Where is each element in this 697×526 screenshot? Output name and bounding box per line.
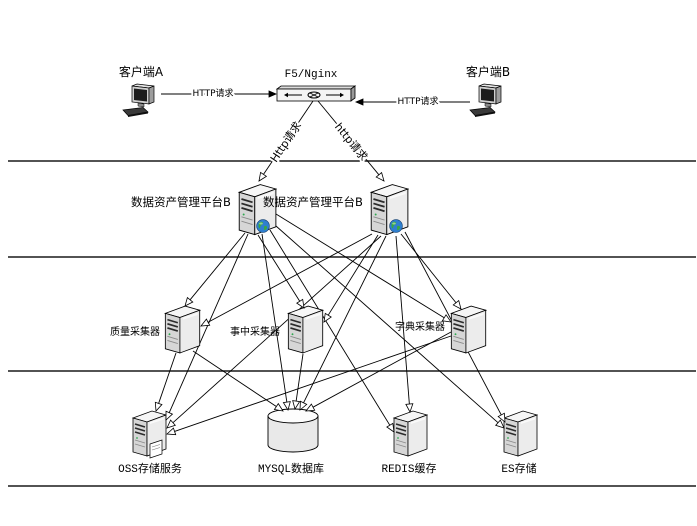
connector-platform-1-to-mysql [261,233,288,403]
connector-inprocess-collector-to-mysql [295,353,304,402]
connector-lines [158,93,502,432]
connector-dictionary-collector-to-oss-arrowhead [166,427,177,436]
connector-platform-1-to-quality-collector [189,232,246,301]
connector-platform-2-to-redis [395,235,410,405]
connector-platform-2-to-dictionary-collector [400,233,457,304]
nodes [122,83,538,459]
connector-platform-1-to-inprocess-collector-arrowhead [296,298,305,309]
connector-dictionary-collector-to-mysql [312,331,452,408]
connector-platform-1-to-dictionary-collector-arrowhead [441,314,452,323]
connector-platform-2-to-mysql-arrowhead [299,400,308,411]
connector-platform-2-to-quality-collector-arrowhead [200,318,211,327]
platform-2-request-label: http请求 [332,121,370,164]
connector-gateway-to-platform-1 [263,100,314,175]
connector-platform-1-to-oss-arrowhead [165,410,174,421]
connector-platform-1-to-quality-collector-arrowhead [184,296,194,307]
file-server-icon [132,410,167,459]
connector-platform-1-to-redis-arrowhead [386,422,395,433]
mysql-database-label: MYSQL数据库 [258,461,324,476]
workstation-icon [122,83,155,118]
globe-icon [389,219,403,233]
connector-inprocess-collector-to-mysql-arrowhead [292,400,301,410]
connector-platform-1-to-dictionary-collector [275,213,445,319]
connector-platform-1-to-redis [269,229,391,426]
platform-2-label: 数据资产管理平台B [263,195,363,209]
layer-separators [8,160,696,487]
load-balancer-icon [275,85,357,102]
connector-dictionary-collector-to-oss [174,335,452,432]
connector-platform-1-to-es [275,225,499,424]
connector-platform-1-to-inprocess-collector [257,234,301,302]
server-icon [503,410,538,457]
connector-gateway-to-platform-1-arrowhead [258,171,268,182]
labels: 客户端A 客户端B F5/Nginx HTTP请求 HTTP请求 Http请求 … [110,64,537,476]
server-icon [393,410,428,457]
globe-icon [256,219,270,233]
quality-collector-label: 质量采集器 [110,325,160,338]
client-b-label: 客户端B [466,64,510,79]
connector-platform-1-to-mysql-arrowhead [282,401,291,411]
connector-platform-2-to-oss-arrowhead [166,419,176,429]
connector-platform-1-to-es-arrowhead [494,419,505,429]
connector-platform-2-to-es-arrowhead [497,412,506,423]
gateway-label: F5/Nginx [285,69,338,81]
connector-platform-2-to-oss [172,235,382,423]
connector-gateway-to-platform-2-arrowhead [375,171,385,182]
client-b-request-label: HTTP请求 [397,95,438,107]
connector-platform-2-to-quality-collector [207,233,373,323]
platform-1-request-label: Http请求 [268,119,304,164]
server-icon [450,305,487,354]
connector-client-a-to-gateway-arrowhead [268,90,278,98]
connector-quality-collector-to-mysql-arrowhead [273,402,284,412]
server-icon [164,305,201,354]
server-icon [287,305,324,354]
platform-1-label: 数据资产管理平台B [131,195,231,209]
connector-quality-collector-to-mysql [192,350,277,407]
connector-quality-collector-to-oss-arrowhead [154,401,163,412]
connector-platform-2-to-dictionary-collector-arrowhead [452,299,462,310]
es-storage-label: ES存储 [501,461,536,476]
database-icon [267,408,319,453]
connector-dictionary-collector-to-mysql-arrowhead [305,403,316,412]
connector-platform-2-to-inprocess-collector-arrowhead [323,312,332,323]
redis-cache-label: REDIS缓存 [381,461,436,476]
inprocess-collector-label: 事中采集器 [230,325,280,338]
client-a-label: 客户端A [119,64,164,79]
connector-client-b-to-gateway-arrowhead [354,98,364,106]
dictionary-collector-label: 字典采集器 [395,320,445,333]
connector-platform-2-to-inprocess-collector [327,234,379,316]
oss-storage-label: OSS存储服务 [118,461,182,476]
connector-arrowheads [154,90,506,436]
workstation-icon [469,83,502,118]
client-a-request-label: HTTP请求 [192,87,233,99]
connector-gateway-to-platform-2 [317,100,380,176]
connector-platform-2-to-redis-arrowhead [405,403,414,413]
connector-platform-2-to-mysql [303,235,387,404]
connector-quality-collector-to-oss [158,352,177,404]
